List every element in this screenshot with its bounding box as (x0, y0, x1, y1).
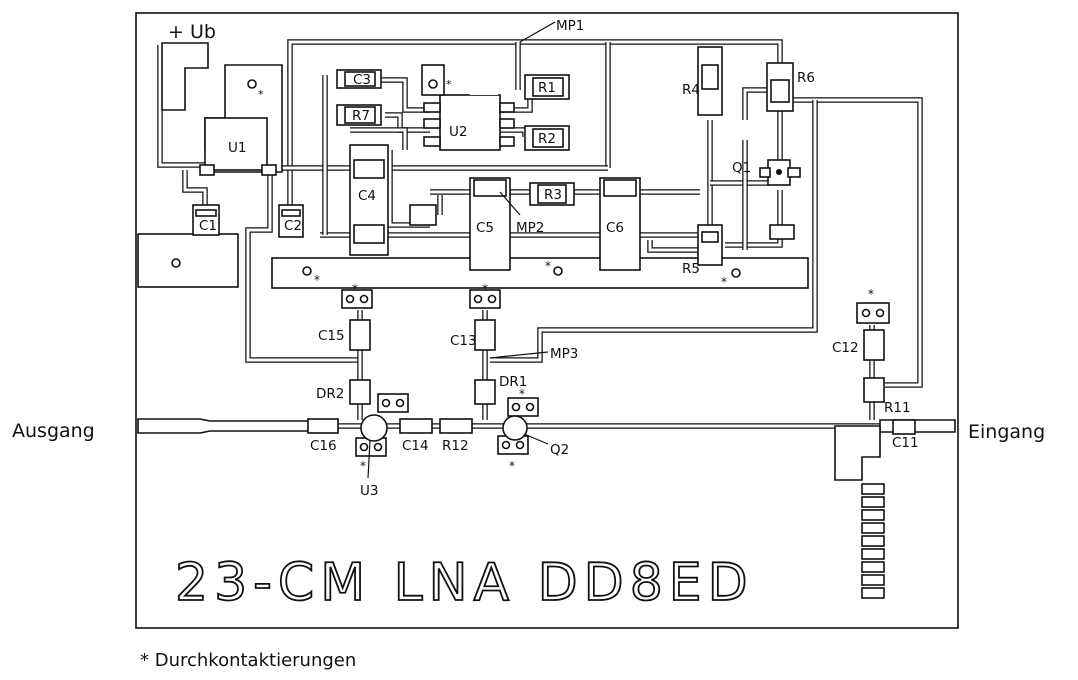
q2-label: Q2 (550, 442, 569, 458)
mp1-label: MP1 (556, 18, 584, 34)
r5-label: R5 (682, 261, 700, 277)
r7-label: R7 (352, 108, 370, 124)
r12-label: R12 (442, 438, 469, 454)
u2-label: U2 (449, 124, 467, 140)
tuning-pads (861, 483, 885, 599)
svg-text:*: * (314, 273, 320, 287)
svg-text:*: * (509, 459, 515, 473)
r2-label: R2 (538, 131, 556, 147)
r5-resistor (697, 224, 723, 266)
svg-text:*: * (258, 88, 264, 101)
ground-pad-left (137, 233, 239, 288)
choke-part (409, 204, 437, 226)
r11-resistor (863, 377, 885, 403)
supply-label: + Ub (168, 21, 216, 43)
q1-transistor (759, 159, 801, 186)
dr1-label: DR1 (499, 374, 527, 390)
c13-label: C13 (450, 333, 477, 349)
r1-label: R1 (538, 80, 556, 96)
c5-label: C5 (476, 220, 494, 236)
output-label: Ausgang (12, 420, 95, 442)
c16-label: C16 (310, 438, 337, 454)
mp2-label: MP2 (516, 220, 544, 236)
c15-label: C15 (318, 328, 345, 344)
c11-capacitor (892, 419, 916, 435)
u1-label: U1 (228, 140, 246, 156)
c11-label: C11 (892, 435, 919, 451)
input-stripline (879, 419, 956, 433)
c3-label: C3 (353, 72, 371, 88)
c12-capacitor (863, 329, 885, 361)
svg-text:*: * (545, 259, 551, 273)
q2-transistor (502, 415, 528, 441)
supply-pad (161, 42, 209, 111)
board-outline (135, 12, 959, 629)
svg-text:*: * (721, 275, 727, 289)
svg-text:*: * (519, 387, 525, 401)
c4-label: C4 (358, 188, 376, 204)
c2-label: C2 (284, 218, 302, 234)
output-stripline (137, 418, 321, 434)
input-label: Eingang (968, 421, 1045, 443)
c12-label: C12 (832, 340, 859, 356)
r4-label: R4 (682, 82, 700, 98)
c6-label: C6 (606, 220, 624, 236)
svg-text:*: * (360, 459, 366, 473)
svg-text:*: * (868, 287, 874, 301)
c1-label: C1 (199, 218, 217, 234)
input-stub (834, 425, 881, 481)
dr1-choke (474, 379, 496, 405)
via-asterisks: * * * * * * * * * (314, 259, 874, 473)
mp1-pad (470, 45, 498, 95)
via-u1 (247, 79, 257, 89)
q1-label: Q1 (732, 160, 751, 176)
via-pairs (341, 289, 890, 457)
svg-text:*: * (446, 78, 452, 91)
r3-label: R3 (544, 187, 562, 203)
r11-label: R11 (884, 400, 911, 416)
c14-capacitor (399, 418, 433, 434)
footnote: * Durchkontaktierungen (140, 650, 356, 671)
u3-label: U3 (360, 483, 378, 499)
u3-mmic (360, 414, 388, 442)
dr2-label: DR2 (316, 386, 344, 402)
board-title: 23-CM LNA DD8ED (175, 553, 754, 613)
dr2-choke (349, 379, 371, 405)
svg-text:*: * (482, 282, 488, 296)
r6-label: R6 (797, 70, 815, 86)
c14-label: C14 (402, 438, 429, 454)
u1-regulator: * (199, 64, 283, 176)
c16-capacitor (307, 418, 339, 434)
mp3-label: MP3 (550, 346, 578, 362)
c15-capacitor (349, 319, 371, 351)
svg-text:*: * (352, 282, 358, 296)
u2-ic: * (421, 64, 515, 151)
r12-resistor (439, 418, 473, 434)
c13-capacitor (474, 319, 496, 351)
